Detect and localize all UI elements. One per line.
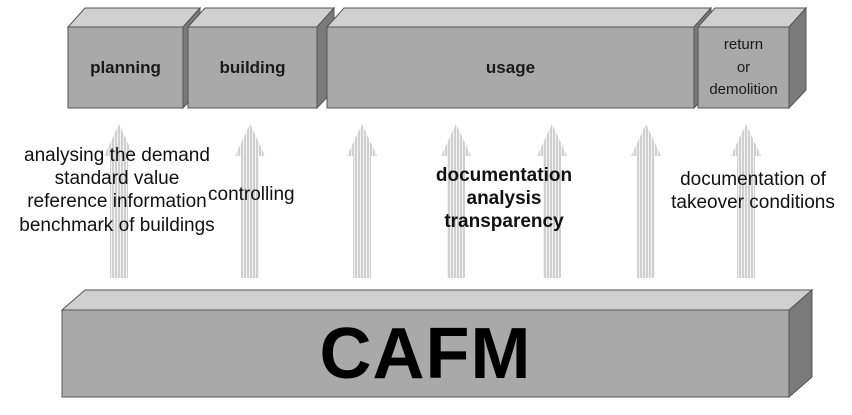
annotation-usage-line-2: analysis [466, 188, 542, 210]
annotation-planning-line-4: benchmark of buildings [19, 214, 215, 236]
annotation-return-line-2: takeover conditions [671, 192, 835, 214]
arrow-3 [347, 124, 377, 278]
cafm-base-box [60, 288, 814, 399]
annotation-usage: documentation analysis transparency [404, 164, 604, 234]
phase-label-usage: usage [485, 58, 536, 77]
annotation-usage-line-1: documentation [435, 165, 573, 186]
phase-label-building: building [219, 58, 286, 77]
phase-box-planning [66, 6, 202, 110]
phase-label-return-line-2: or [736, 58, 751, 76]
arrow-6 [631, 124, 661, 278]
annotation-usage-line-3: transparency [444, 211, 564, 233]
phase-label-planning: planning [90, 58, 161, 77]
phase-label-return: return or demolition [698, 34, 789, 102]
phase-box-return [696, 6, 808, 110]
phase-label-return-line-3: demolition [709, 81, 778, 98]
arrow-4 [441, 124, 471, 278]
annotation-return-line-1: documentation of [680, 169, 826, 190]
arrow-2 [235, 124, 265, 278]
annotation-planning-line-2: standard value [54, 168, 180, 190]
phase-label-return-line-1: return [723, 36, 764, 53]
annotation-return: documentation of takeover conditions [658, 168, 848, 214]
annotation-building: controlling [208, 184, 295, 205]
arrow-5 [537, 124, 567, 278]
annotation-planning-line-1: analysing the demand [24, 145, 210, 166]
arrow-7 [731, 124, 761, 278]
annotation-planning-line-3: reference information [27, 191, 207, 213]
arrow-1 [104, 124, 134, 278]
annotation-planning: analysing the demand standard value refe… [4, 144, 230, 237]
cafm-label: CAFM [319, 314, 532, 394]
